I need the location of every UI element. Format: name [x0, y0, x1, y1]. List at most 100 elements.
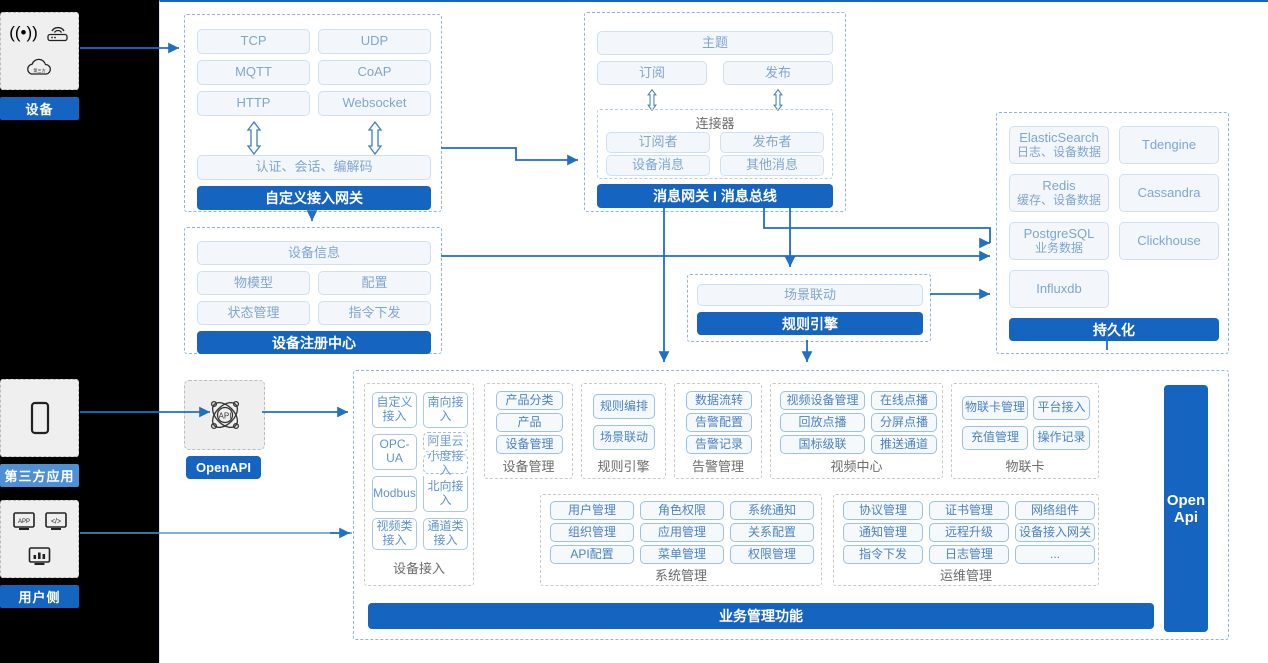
store-clickhouse[interactable]: Clickhouse — [1119, 222, 1219, 260]
openapi-label[interactable]: OpenAPI — [186, 456, 261, 479]
connector-subscriber[interactable]: 订阅者 — [606, 132, 710, 153]
device-registry-title[interactable]: 设备注册中心 — [197, 331, 431, 354]
protocol-tcp[interactable]: TCP — [197, 29, 310, 54]
om-device-access-gateway[interactable]: 设备接入网关 — [1015, 523, 1095, 542]
persistence-title[interactable]: 持久化 — [1009, 318, 1219, 341]
vc-online-vod[interactable]: 在线点播 — [871, 391, 937, 410]
store-elasticsearch[interactable]: ElasticSearch 日志、设备数据 — [1009, 126, 1109, 164]
access-video[interactable]: 视频类接入 — [372, 518, 417, 550]
mq-publish[interactable]: 发布 — [723, 61, 833, 85]
store-elasticsearch-name: ElasticSearch — [1019, 129, 1099, 145]
rule-engine-title[interactable]: 规则引擎 — [697, 312, 923, 335]
om-log-management[interactable]: 日志管理 — [929, 545, 1009, 564]
vc-gb-cascade[interactable]: 国标级联 — [780, 435, 865, 454]
access-xiaodu[interactable]: 小度接入 — [423, 449, 468, 477]
group-device-access: 自定义接入 南向接入 OPC-UA 阿里云 小度接入 Modbus 北向接入 视… — [364, 383, 474, 586]
access-aliyun[interactable]: 阿里云 — [423, 432, 468, 452]
store-cassandra[interactable]: Cassandra — [1119, 174, 1219, 212]
message-gateway-group: 主题 订阅 发布 连接器 订阅者 发布者 设备消息 其他消息 消息网关 I 消息… — [584, 12, 846, 212]
group-rule-engine: 规则编排 场景联动 规则引擎 — [581, 383, 666, 479]
sm-org-management[interactable]: 组织管理 — [550, 523, 634, 542]
group-device-management: 产品分类 产品 设备管理 设备管理 — [484, 383, 573, 479]
mq-topic[interactable]: 主题 — [597, 31, 833, 55]
access-opc-ua[interactable]: OPC-UA — [372, 434, 417, 470]
sm-user-management[interactable]: 用户管理 — [550, 501, 634, 520]
connector-publisher[interactable]: 发布者 — [720, 132, 824, 153]
connector-other-message[interactable]: 其他消息 — [720, 155, 824, 176]
config[interactable]: 配置 — [318, 271, 431, 295]
code-window-icon: </> — [44, 511, 67, 530]
om-remote-upgrade[interactable]: 远程升级 — [929, 523, 1009, 542]
scene-linkage[interactable]: 场景联动 — [697, 284, 923, 306]
om-command-dispatch[interactable]: 指令下发 — [843, 545, 923, 564]
dm-device-management[interactable]: 设备管理 — [496, 435, 563, 454]
vc-split-screen-vod[interactable]: 分屏点播 — [871, 413, 937, 432]
group-system-management: 用户管理 角色权限 系统通知 组织管理 应用管理 关系配置 API配置 菜单管理… — [540, 494, 822, 586]
command-dispatch[interactable]: 指令下发 — [318, 301, 431, 325]
updown-arrow-icon-pub — [773, 89, 783, 111]
store-tdengine[interactable]: Tdengine — [1119, 126, 1219, 164]
protocol-coap[interactable]: CoAP — [318, 60, 431, 85]
wifi-signal-icon: ((•)) — [9, 23, 38, 42]
dm-product-category[interactable]: 产品分类 — [496, 391, 563, 410]
sm-app-management[interactable]: 应用管理 — [640, 523, 724, 542]
auth-session-codec[interactable]: 认证、会话、编解码 — [197, 155, 431, 180]
actor-device: ((•)) 第三方 设备 — [0, 12, 79, 120]
business-management-title[interactable]: 业务管理功能 — [368, 603, 1154, 629]
om-more[interactable]: ... — [1015, 545, 1095, 564]
caption-iot-card: 物联卡 — [1005, 459, 1045, 474]
iot-operation-record[interactable]: 操作记录 — [1033, 426, 1090, 450]
am-data-flow[interactable]: 数据流转 — [686, 391, 752, 410]
connector-device-message[interactable]: 设备消息 — [606, 155, 710, 176]
api-atom-icon: API — [210, 400, 239, 430]
om-cert-management[interactable]: 证书管理 — [929, 501, 1009, 520]
re-scene-linkage[interactable]: 场景联动 — [593, 425, 655, 450]
mq-subscribe[interactable]: 订阅 — [597, 61, 707, 85]
dm-product[interactable]: 产品 — [496, 413, 563, 432]
protocol-http[interactable]: HTTP — [197, 91, 310, 116]
vc-video-device-management[interactable]: 视频设备管理 — [780, 391, 865, 410]
sm-menu-management[interactable]: 菜单管理 — [640, 545, 724, 564]
store-influxdb[interactable]: Influxdb — [1009, 270, 1109, 308]
access-northbound[interactable]: 北向接入 — [423, 476, 468, 512]
vc-playback-vod[interactable]: 回放点播 — [780, 413, 865, 432]
device-info[interactable]: 设备信息 — [197, 241, 431, 265]
store-postgresql[interactable]: PostgreSQL 业务数据 — [1009, 222, 1109, 260]
om-protocol-management[interactable]: 协议管理 — [843, 501, 923, 520]
re-rule-orchestration[interactable]: 规则编排 — [593, 394, 655, 419]
om-notice-management[interactable]: 通知管理 — [843, 523, 923, 542]
vc-push-channel[interactable]: 推送通道 — [871, 435, 937, 454]
store-redis[interactable]: Redis 缓存、设备数据 — [1009, 174, 1109, 212]
protocol-mqtt[interactable]: MQTT — [197, 60, 310, 85]
access-gateway-title[interactable]: 自定义接入网关 — [197, 186, 431, 210]
sm-relation-config[interactable]: 关系配置 — [730, 523, 814, 542]
open-api-vertical-bar[interactable]: Open Api — [1164, 385, 1208, 632]
protocol-udp[interactable]: UDP — [318, 29, 431, 54]
svg-text:第三方: 第三方 — [33, 67, 46, 74]
iot-platform-access[interactable]: 平台接入 — [1033, 396, 1090, 420]
om-network-component[interactable]: 网络组件 — [1015, 501, 1095, 520]
state-management[interactable]: 状态管理 — [197, 301, 310, 325]
sm-permission-management[interactable]: 权限管理 — [730, 545, 814, 564]
connector-title: 连接器 — [695, 116, 735, 131]
sm-system-notice[interactable]: 系统通知 — [730, 501, 814, 520]
thing-model[interactable]: 物模型 — [197, 271, 310, 295]
iot-recharge-management[interactable]: 充值管理 — [962, 426, 1028, 450]
updown-arrow-icon-right — [367, 121, 383, 155]
access-gateway-group: TCP UDP MQTT CoAP HTTP Websocket 认证、会话、编… — [184, 14, 442, 212]
access-modbus[interactable]: Modbus — [372, 476, 417, 512]
sm-api-config[interactable]: API配置 — [550, 545, 634, 564]
store-redis-name: Redis — [1042, 177, 1076, 193]
iot-card-management[interactable]: 物联卡管理 — [962, 396, 1028, 420]
openapi-icon-box: API — [184, 380, 265, 450]
am-alarm-record[interactable]: 告警记录 — [686, 435, 752, 454]
access-southbound[interactable]: 南向接入 — [423, 392, 468, 428]
sm-role-permission[interactable]: 角色权限 — [640, 501, 724, 520]
svg-text:API: API — [218, 412, 231, 421]
access-channel[interactable]: 通道类接入 — [423, 518, 468, 550]
message-gateway-title[interactable]: 消息网关 I 消息总线 — [597, 184, 833, 208]
access-custom[interactable]: 自定义接入 — [372, 392, 417, 428]
protocol-websocket[interactable]: Websocket — [318, 91, 431, 116]
caption-ops-management: 运维管理 — [939, 568, 992, 583]
am-alarm-config[interactable]: 告警配置 — [686, 413, 752, 432]
